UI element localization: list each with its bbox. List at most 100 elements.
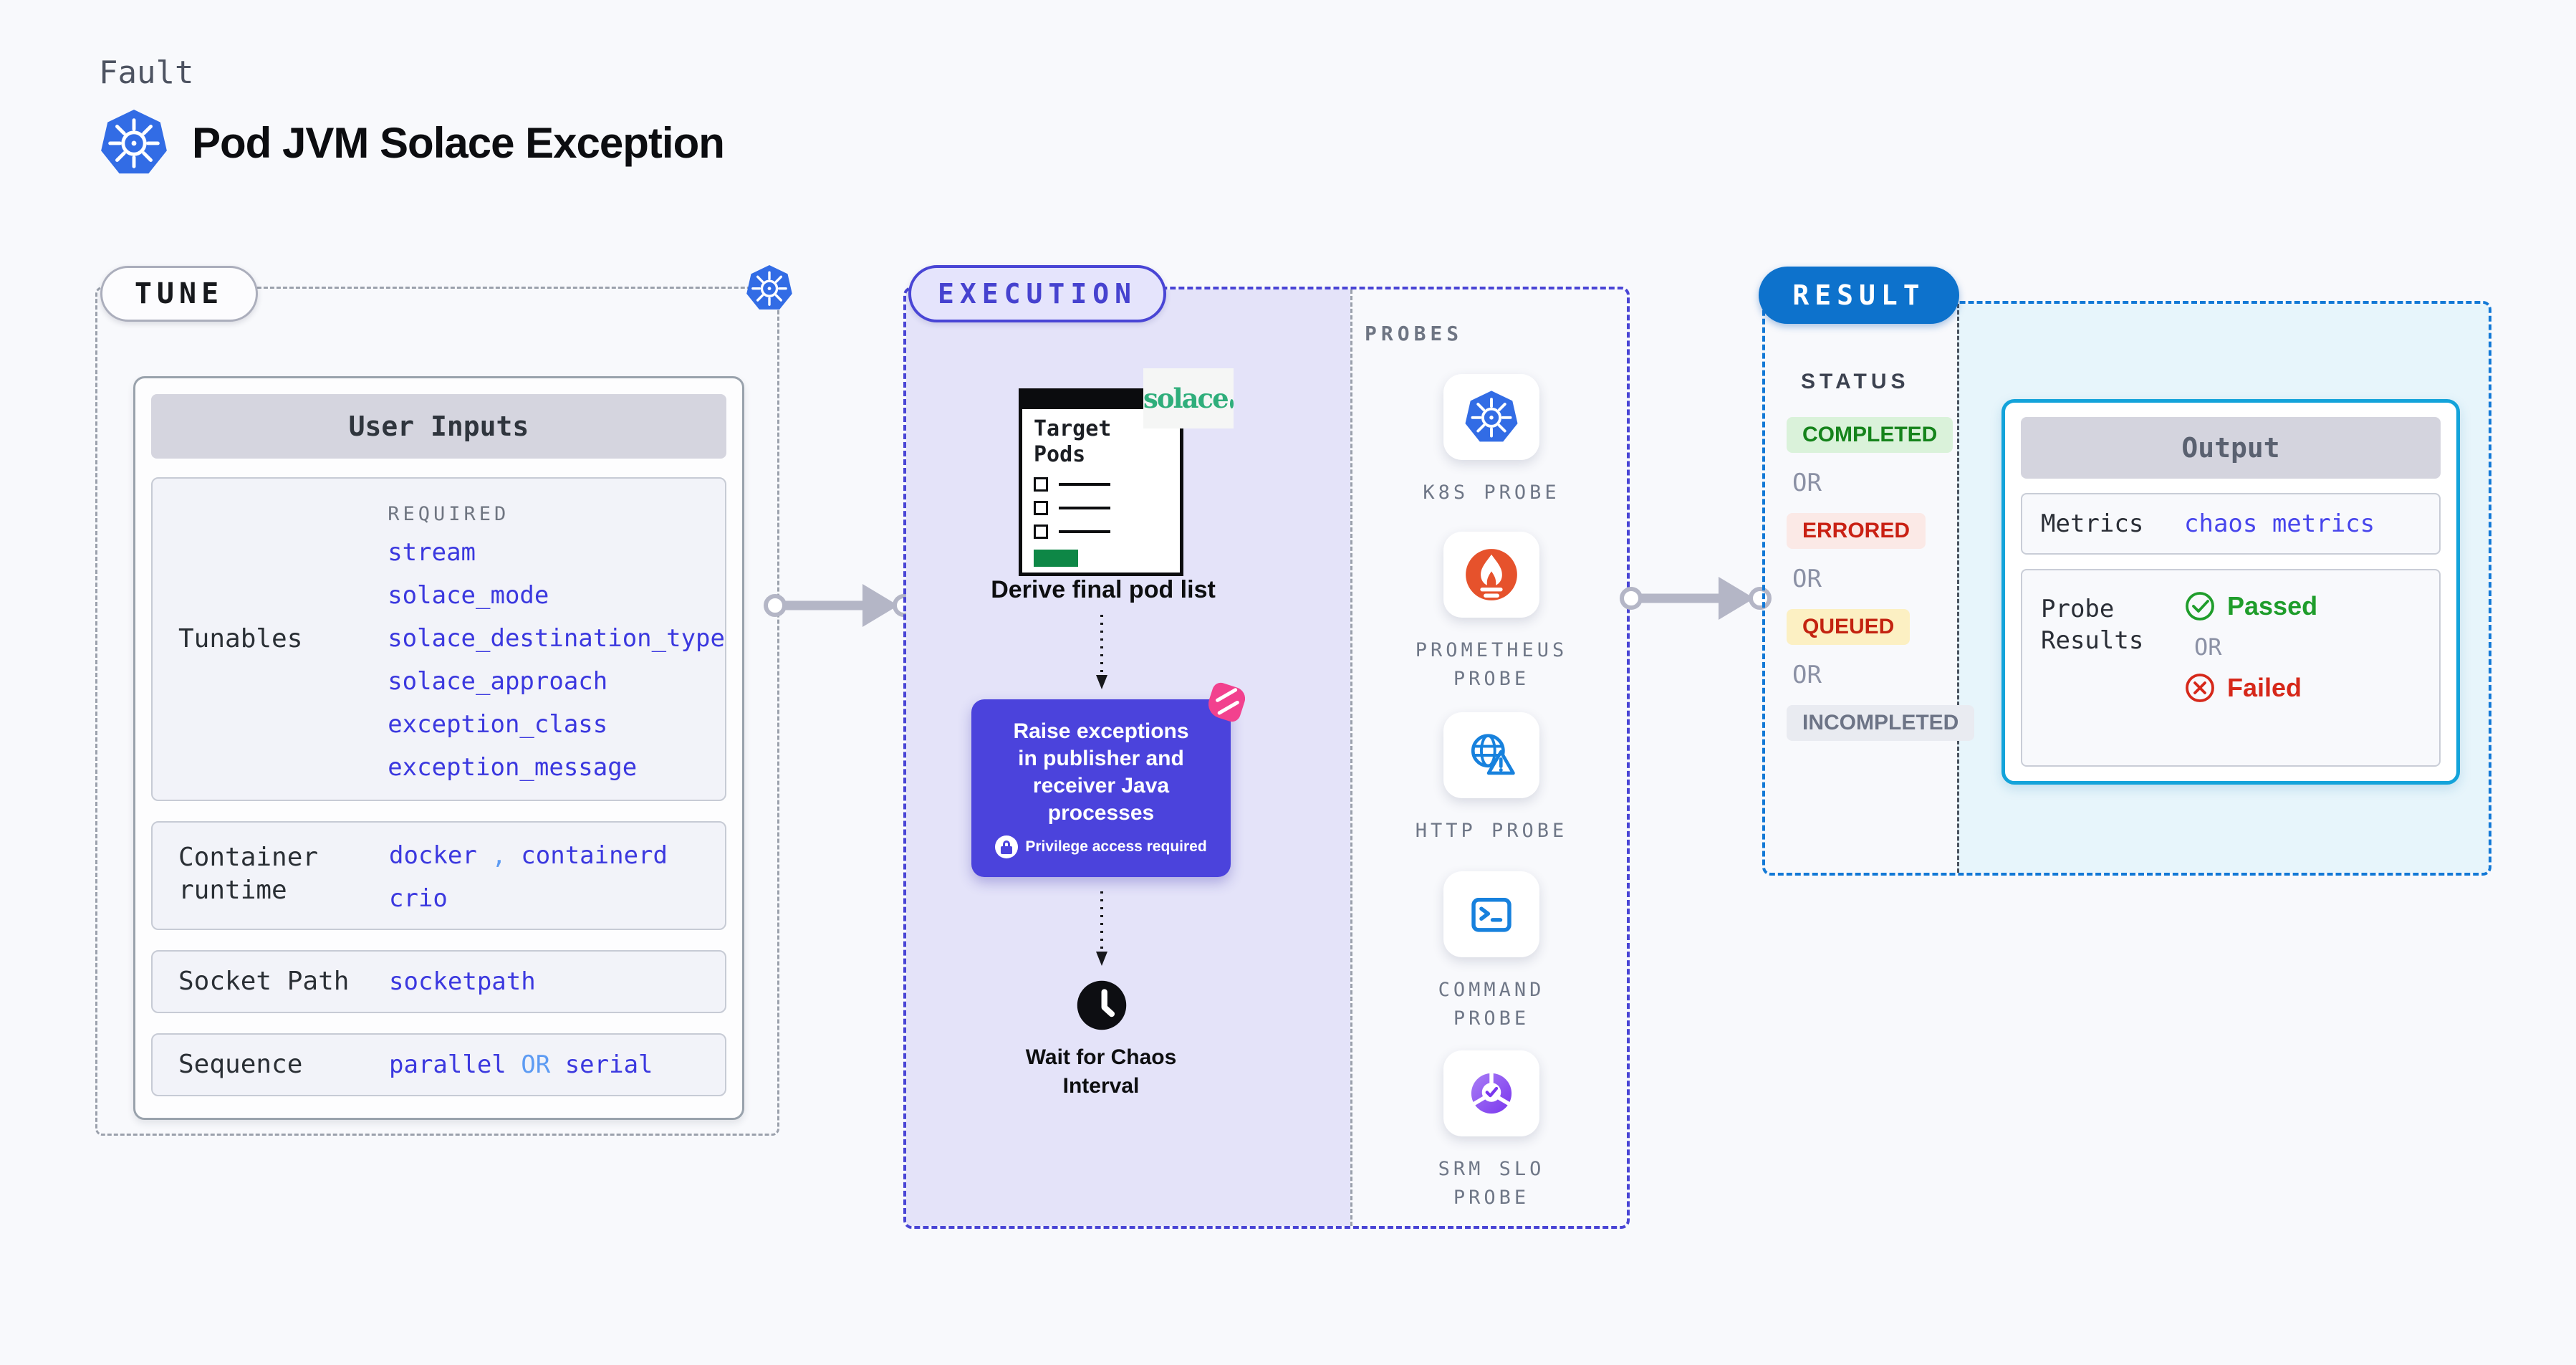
tunable-item: solace_approach <box>388 666 608 696</box>
required-label: REQUIRED <box>388 502 510 525</box>
or-label: OR <box>2194 633 2222 661</box>
pod-list-item <box>1034 477 1168 492</box>
list-line <box>1059 530 1110 533</box>
status-badge-errored: ERRORED <box>1787 513 1926 549</box>
probe-label: K8S PROBE <box>1423 482 1560 504</box>
tunable-item: solace_mode <box>388 580 549 610</box>
tunables-row: Tunables REQUIRED stream solace_mode sol… <box>151 477 726 801</box>
execution-badge: EXECUTION <box>908 265 1166 322</box>
or-separator: OR <box>521 1050 551 1079</box>
tunable-item: exception_message <box>388 752 638 782</box>
user-inputs-title: User Inputs <box>151 394 726 459</box>
probe-card <box>1443 532 1539 618</box>
sequence-values: parallel OR serial <box>389 1050 653 1079</box>
probe-http: HTTP PROBE <box>1405 712 1577 846</box>
check-circle-icon <box>2184 590 2216 622</box>
container-runtime-values: docker , containerd <box>389 841 668 870</box>
probe-label: HTTP PROBE <box>1415 820 1568 842</box>
probe-card <box>1443 712 1539 798</box>
result-section-panel: STATUS COMPLETED OR ERRORED OR QUEUED OR… <box>1762 301 2491 876</box>
green-button-shape <box>1034 550 1078 567</box>
checkbox-icon <box>1034 501 1048 515</box>
kubernetes-icon <box>99 106 169 179</box>
socket-path-value: socketpath <box>389 967 536 996</box>
solace-dot-icon <box>1229 399 1234 408</box>
probe-label: PROMETHEUS PROBE <box>1415 639 1568 690</box>
metrics-label: Metrics <box>2041 509 2144 538</box>
checkbox-icon <box>1034 525 1048 539</box>
pod-list-item <box>1034 501 1168 515</box>
container-runtime-label: Container runtime <box>178 843 319 905</box>
passed-label: Passed <box>2227 591 2318 621</box>
raise-exceptions-step: Raise exceptions in publisher and receiv… <box>971 699 1231 877</box>
probe-card <box>1443 374 1539 460</box>
tune-section-panel <box>95 287 779 1136</box>
globe-warning-icon <box>1464 727 1519 783</box>
clock-icon <box>1075 979 1128 1032</box>
probe-results-row: Probe Results Passed OR Failed <box>2021 569 2441 767</box>
page-title-row: Pod JVM Solace Exception <box>99 106 725 179</box>
metrics-value: chaos metrics <box>2184 509 2375 538</box>
privilege-access-label: Privilege access required <box>1025 838 1207 855</box>
tunable-item: exception_class <box>388 709 608 739</box>
kubernetes-icon <box>745 262 794 314</box>
output-title: Output <box>2021 417 2441 479</box>
page-title: Pod JVM Solace Exception <box>192 118 725 167</box>
output-card: Output Metrics chaos metrics Probe Resul… <box>2001 399 2460 785</box>
probe-card <box>1443 871 1539 957</box>
fault-kicker: Fault <box>99 54 194 91</box>
tunable-item: solace_destination_type <box>388 623 725 653</box>
metrics-row: Metrics chaos metrics <box>2021 493 2441 555</box>
list-line <box>1059 507 1110 509</box>
probe-label: COMMAND PROBE <box>1438 979 1545 1030</box>
sequence-row: Sequence parallel OR serial <box>151 1033 726 1096</box>
terminal-icon <box>1464 886 1519 942</box>
status-badge-queued: QUEUED <box>1787 609 1911 645</box>
socket-path-row: Socket Path socketpath <box>151 950 726 1013</box>
status-list: COMPLETED OR ERRORED OR QUEUED OR INCOMP… <box>1787 417 1975 741</box>
sequence-label: Sequence <box>178 1050 303 1079</box>
derive-pod-list-label: Derive final pod list <box>991 576 1216 603</box>
probe-k8s: K8S PROBE <box>1405 374 1577 507</box>
probe-card <box>1443 1050 1539 1136</box>
container-runtime-row: Container runtime docker , containerd cr… <box>151 821 726 930</box>
raise-exceptions-text: Raise exceptions in publisher and receiv… <box>1013 719 1189 825</box>
solace-logo: solace <box>1143 368 1234 428</box>
status-badge-incompleted: INCOMPLETED <box>1787 705 1975 741</box>
checkbox-icon <box>1034 477 1048 492</box>
x-circle-icon <box>2184 672 2216 704</box>
probes-column-title: PROBES <box>1365 322 1464 345</box>
probe-srm-slo: SRM SLO PROBE <box>1405 1050 1577 1212</box>
pod-list-item <box>1034 525 1168 539</box>
tune-badge: TUNE <box>100 266 258 322</box>
comma-separator: , <box>491 841 506 870</box>
result-badge: RESULT <box>1759 267 1959 324</box>
slo-check-icon <box>1464 1065 1519 1121</box>
or-label: OR <box>1792 565 1822 593</box>
target-pods-title: Target Pods <box>1034 416 1112 467</box>
socket-path-label: Socket Path <box>178 967 350 996</box>
kubernetes-icon <box>1464 389 1519 445</box>
execution-section-panel: Target Pods solace Derive final pod list… <box>903 287 1630 1229</box>
tunables-label: Tunables <box>178 624 303 653</box>
probe-prometheus: PROMETHEUS PROBE <box>1405 532 1577 694</box>
passed-line: Passed <box>2184 590 2317 622</box>
arrow-right-connector <box>764 575 915 636</box>
probe-label: SRM SLO PROBE <box>1438 1158 1545 1209</box>
or-label: OR <box>1792 661 1822 689</box>
wait-chaos-interval-label: Wait for Chaos Interval <box>1025 1045 1177 1098</box>
user-inputs-card: User Inputs Tunables REQUIRED stream sol… <box>133 376 744 1120</box>
probe-results-label: Probe Results <box>2041 595 2144 655</box>
tunable-item: stream <box>388 537 476 567</box>
status-badge-completed: COMPLETED <box>1787 417 1953 453</box>
probe-command: COMMAND PROBE <box>1405 871 1577 1033</box>
lock-icon <box>995 835 1019 858</box>
arrow-right-connector <box>1620 568 1772 628</box>
dotted-arrow-down-icon <box>1094 613 1110 694</box>
probes-divider <box>1350 289 1352 1226</box>
failed-line: Failed <box>2184 672 2317 704</box>
dotted-arrow-down-icon <box>1094 890 1110 970</box>
list-line <box>1059 483 1110 486</box>
or-label: OR <box>1792 469 1822 497</box>
status-column-title: STATUS <box>1801 370 1910 393</box>
